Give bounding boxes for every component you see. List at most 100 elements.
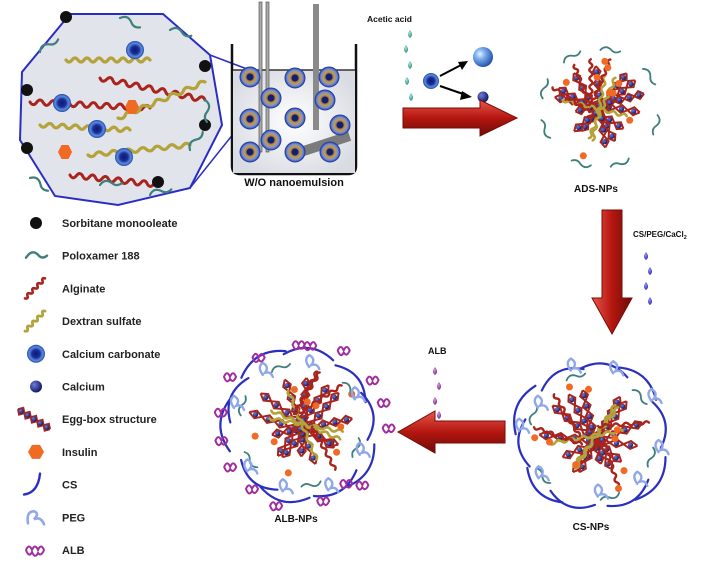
calcium-ion [627,442,634,448]
poloxamer-hook [118,15,142,29]
legend-item: Egg-box structure [17,406,157,432]
blue-arc-icon [22,472,42,496]
poloxamer-hook [38,38,60,54]
calcium-ion [343,417,350,423]
dextran-chain [561,98,628,118]
eggbox-strand [578,389,602,465]
droplet-core [326,148,334,156]
peg [305,353,321,371]
alb-protein [376,398,391,409]
droplet-zoom-bubble [18,11,259,207]
calcium-ion [636,92,642,98]
insulin [531,434,539,442]
acid-drop [405,77,409,85]
navy-dot-icon [30,380,42,393]
legend-item: CS [22,472,77,496]
poloxamer-hook [539,78,549,100]
calcium-ion [315,413,322,419]
alb-protein [223,372,238,383]
peg [243,458,259,475]
sorbitane-monooleate [152,176,164,188]
calcium-carbonate [115,148,133,166]
calcium-ion [25,412,31,418]
insulin [579,152,587,160]
eggbox-strand [582,389,605,465]
co2-bubble [473,47,493,67]
alginate-chain [68,172,162,188]
legend-item: Calcium [30,380,105,394]
sorbitane-monooleate [199,60,211,72]
alb-protein [381,423,396,434]
poloxamer-hook [599,46,622,54]
insulin [290,386,298,393]
calcium-ion [602,139,608,145]
eggbox-strand [281,391,339,458]
legend-item: Insulin [28,444,98,459]
legend-item: ALB [25,545,85,557]
ads-label: ADS-NPs [574,184,618,195]
insulin [611,435,619,442]
insulin [333,448,341,456]
cs-chain [540,367,585,392]
sorbitane-monooleate [21,142,33,154]
insulin [615,485,622,492]
calcium-ion [565,452,571,458]
calcium-ion [631,108,637,114]
peg [647,387,663,405]
arrow-to-alb [396,410,506,454]
calcium-ion [616,123,622,129]
calcium-ion [283,450,289,456]
calcium-carbonate [53,94,71,112]
eggbox-icon [17,406,51,432]
peg [533,394,549,411]
cs-nanoparticle [513,357,670,509]
cs-reagents-prefix: CS/PEG/CaCl [633,230,684,239]
poloxamer-hook [203,98,211,124]
sorbitane-monooleate [199,119,211,131]
cs-chain [526,466,564,504]
emulsion-label: W/O nanoemulsion [244,177,344,189]
acetic-acid-drops [404,30,413,101]
alginate-chain [596,420,651,429]
legend-item: Alginate [23,276,105,300]
alb-protein [214,436,229,447]
peg [514,417,531,434]
poloxamer-hook [651,114,661,136]
alb-reagent-drop [433,397,437,405]
calcium-ion [582,124,588,130]
legend-label: PEG [62,512,85,524]
cs-reagent-drop [648,297,652,305]
legend-label: Egg-box structure [62,414,157,426]
acid-drop [408,61,412,69]
calcium-ion [31,416,37,422]
peg [258,361,274,379]
calcium-ion [299,448,305,454]
droplet-core [291,114,299,122]
poloxamer-hook [300,480,322,488]
insulin [270,438,278,446]
acid-drop [409,93,413,101]
cs-reagent-drop [644,282,648,290]
acid-drop [404,45,408,53]
sorbitane-monooleate [60,11,72,23]
calcium-ion [322,387,328,393]
dextran-chain [572,406,620,468]
calcium-ion [306,443,312,449]
poloxamer-hook [565,372,587,382]
calcium-ion [581,393,587,399]
droplet-core [267,136,275,144]
alb-nanoparticle [213,340,396,512]
calcium-ion [607,117,613,123]
cs-chain [549,489,596,509]
cs-reagent-drops [644,252,652,305]
cs-reagent-drop [644,252,648,260]
poloxamer-hook [28,176,50,192]
insulin [613,426,621,434]
calcium-ion [570,94,576,100]
dextran-chain [286,389,319,461]
alginate-chain [551,86,591,114]
dextran-chain [270,409,342,441]
dextran-chain [548,428,624,446]
